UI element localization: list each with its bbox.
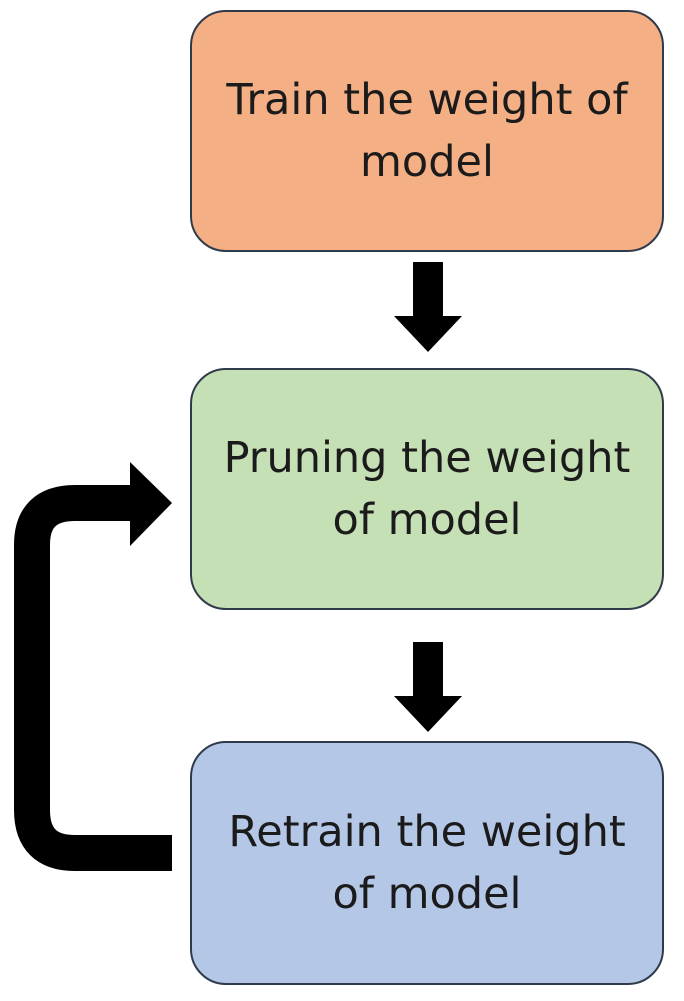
node-train-weight-label: Train the weight of model xyxy=(226,75,628,187)
node-pruning-weight: Pruning the weight of model xyxy=(190,368,664,610)
arrow-train-to-prune xyxy=(394,262,462,352)
arrow-prune-to-retrain xyxy=(394,642,462,732)
arrow-retrain-to-prune-loop xyxy=(14,485,172,871)
node-pruning-weight-label: Pruning the weight of model xyxy=(223,433,631,545)
node-retrain-weight-label: Retrain the weight of model xyxy=(228,807,626,919)
node-train-weight: Train the weight of model xyxy=(190,10,664,252)
node-retrain-weight: Retrain the weight of model xyxy=(190,741,664,985)
arrow-retrain-to-prune-loop-head xyxy=(130,462,172,546)
